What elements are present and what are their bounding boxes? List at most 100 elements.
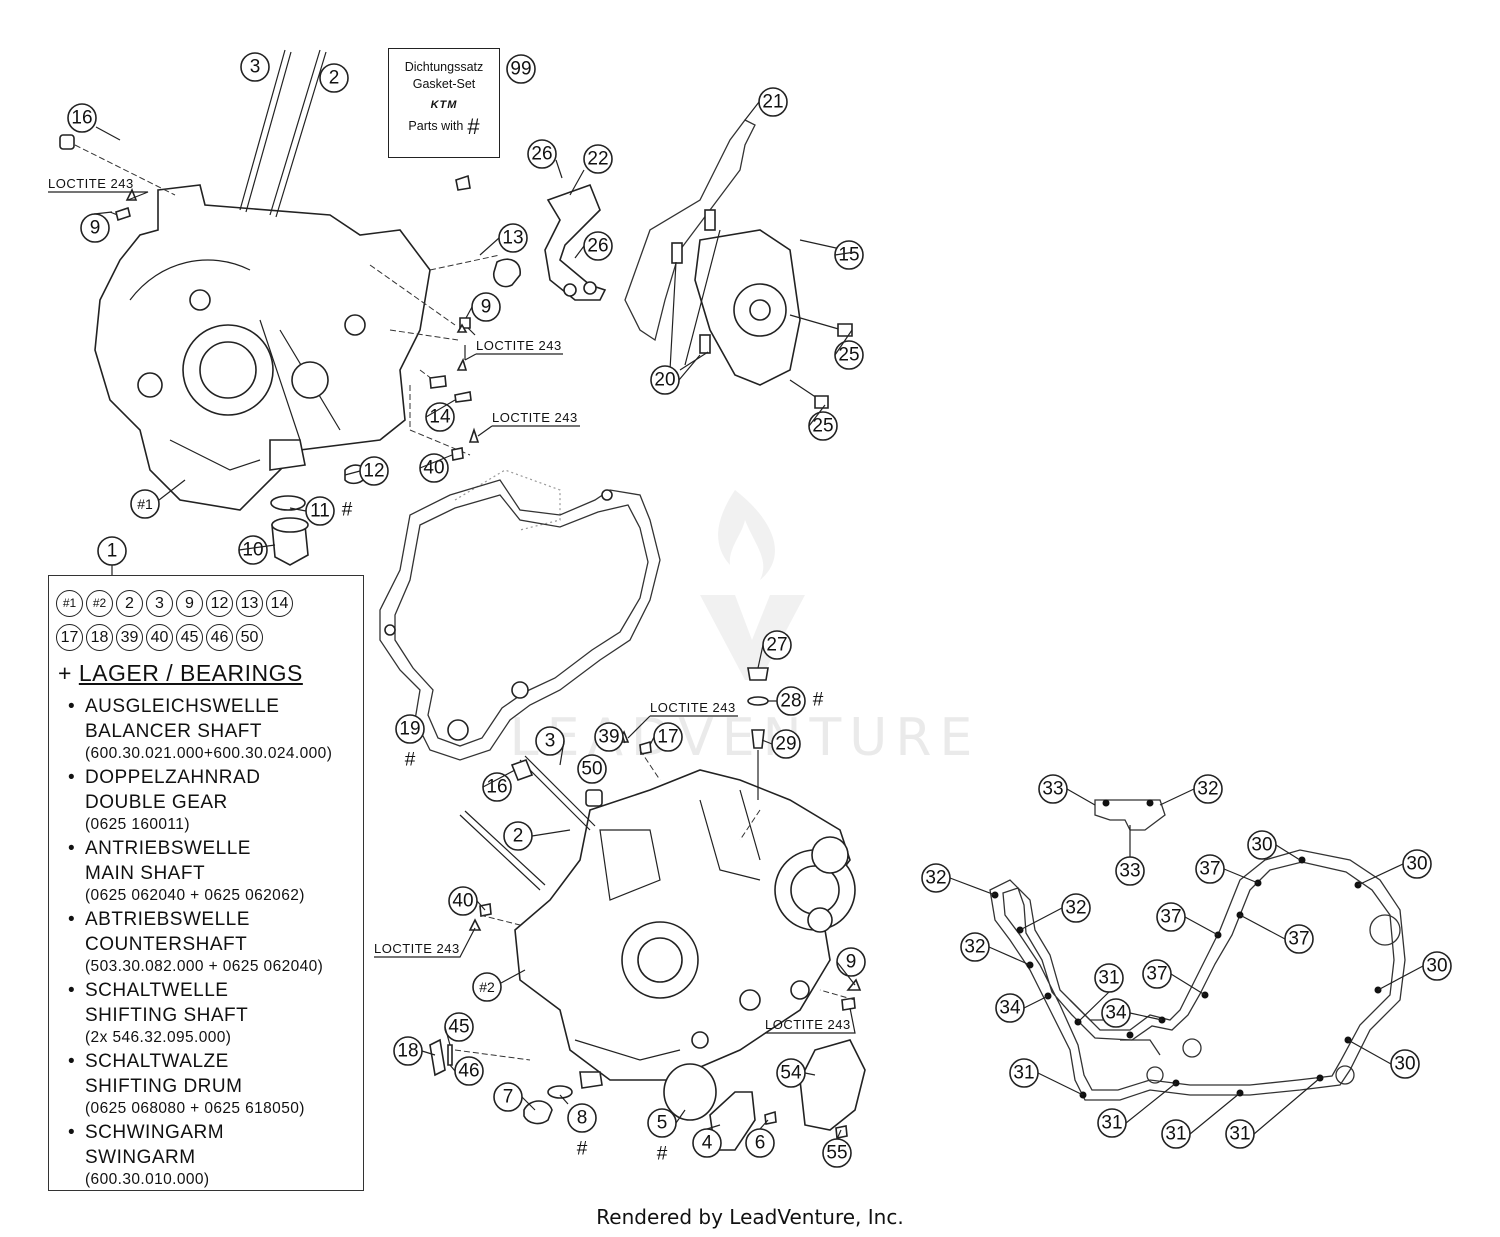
heading-text: LAGER / BEARINGS [78, 660, 303, 686]
svg-text:31: 31 [1098, 968, 1119, 989]
svg-text:55: 55 [826, 1143, 847, 1164]
svg-text:34: 34 [999, 998, 1021, 1019]
hash-mark: # [405, 750, 416, 771]
callout-25: 25 [808, 411, 838, 441]
bearings-list: •AUSGLEICHSWELLE BALANCER SHAFT (600.30.… [68, 694, 358, 1191]
legend-part-number: 3 [146, 590, 173, 617]
bearing-item: •SCHALTWELLE SHIFTING SHAFT (2x 546.32.0… [68, 978, 358, 1048]
svg-text:27: 27 [766, 635, 787, 656]
crankcase-left-half [94, 49, 431, 511]
bearing-item: •SCHWINGARM SWINGARM (600.30.010.000) [68, 1120, 358, 1190]
bearing-part-number: (0625 068080 + 0625 618050) [85, 1100, 305, 1117]
svg-text:33: 33 [1119, 861, 1140, 882]
legend-part-number: 18 [86, 624, 113, 651]
legend-part-number: 46 [206, 624, 233, 651]
svg-text:19: 19 [399, 719, 420, 740]
callout-32: 32 [960, 932, 990, 962]
callout-7: 7 [493, 1082, 523, 1112]
callout-32: 32 [921, 863, 951, 893]
bearing-name-de: DOPPELZAHNRAD [85, 767, 261, 788]
callout-55: 55 [822, 1138, 852, 1168]
bearing-name-de: SCHALTWELLE [85, 980, 229, 1001]
callout-30: 30 [1390, 1049, 1420, 1079]
loctite-labels: LOCTITE 243 LOCTITE 243 LOCTITE 243 LOCT… [48, 176, 856, 1034]
gasket-set-box: Dichtungssatz Gasket-Set KTM Parts with … [388, 48, 500, 158]
hash-mark: # [577, 1139, 588, 1160]
callout-31: 31 [1225, 1119, 1255, 1149]
svg-text:32: 32 [964, 937, 985, 958]
callout-28: 28 [776, 686, 806, 716]
gasket-set-title-en: Gasket-Set [412, 77, 476, 91]
gasket-set-note: Parts with # [389, 116, 499, 138]
callout-40: 40 [448, 886, 478, 916]
callout-9: 9 [836, 947, 866, 977]
svg-text:14: 14 [429, 407, 451, 428]
bearing-name-en: COUNTERSHAFT [85, 934, 248, 955]
bearing-name-de: SCHWINGARM [85, 1122, 225, 1143]
callout-31: 31 [1009, 1058, 1039, 1088]
svg-text:12: 12 [363, 461, 384, 482]
callout-8: 8 [567, 1103, 597, 1133]
bearing-name-de: ABTRIEBSWELLE [85, 909, 250, 930]
svg-text:50: 50 [581, 759, 602, 780]
bearing-part-number: (2x 546.32.095.000) [85, 1029, 232, 1046]
callout-3: 3 [240, 52, 270, 82]
svg-text:3: 3 [250, 57, 261, 78]
callout-1: 1 [97, 536, 127, 566]
legend-part-number: 13 [236, 590, 263, 617]
callout-30: 30 [1422, 951, 1452, 981]
callout-30: 30 [1402, 849, 1432, 879]
small-parts-bottom [429, 667, 866, 1151]
bearing-item: •ANTRIEBSWELLE MAIN SHAFT (0625 062040 +… [68, 836, 358, 906]
svg-text:37: 37 [1146, 964, 1167, 985]
callout-39: 39 [594, 722, 624, 752]
legend-part-number: 45 [176, 624, 203, 651]
bearing-name-de: AUSGLEICHSWELLE [85, 696, 280, 717]
gasket-set-parts-with: Parts with [408, 119, 464, 133]
svg-text:46: 46 [458, 1061, 479, 1082]
watermark-text: LEADVENTURE [510, 708, 981, 768]
loctite-label: LOCTITE 243 [650, 700, 736, 715]
svg-text:3: 3 [545, 731, 556, 752]
callout-34: 34 [995, 993, 1025, 1023]
svg-text:31: 31 [1101, 1113, 1122, 1134]
bearing-part-number: (503.30.082.000 + 0625 062040) [85, 958, 324, 975]
bearing-item: •DOPPELZAHNRAD DOUBLE GEAR (0625 160011) [68, 765, 358, 835]
callout-37: 37 [1195, 854, 1225, 884]
callout-34: 34 [1101, 998, 1131, 1028]
callout-26: 26 [583, 231, 613, 261]
bullet: • [68, 767, 76, 788]
svg-text:34: 34 [1105, 1003, 1127, 1024]
svg-text:2: 2 [513, 826, 524, 847]
crankcase-gasket-19 [379, 469, 661, 761]
callout-26: 26 [527, 139, 557, 169]
hash-mark: # [342, 500, 353, 521]
callout-13: 13 [498, 223, 528, 253]
bearing-name-en: SHIFTING DRUM [85, 1076, 243, 1097]
legend-part-number: 14 [266, 590, 293, 617]
bearing-part-number: (0625 062040 + 0625 062062) [85, 887, 305, 904]
callout-99: 99 [506, 54, 536, 84]
callout-30: 30 [1247, 830, 1277, 860]
bearing-name-en: DOUBLE GEAR [85, 792, 228, 813]
callout-32: 32 [1061, 893, 1091, 923]
loctite-label: LOCTITE 243 [492, 410, 578, 425]
loctite-label: LOCTITE 243 [765, 1017, 851, 1032]
callout-15: 15 [834, 240, 864, 270]
callout-21: 21 [758, 87, 788, 117]
watermark-logo: LEADVENTURE [510, 490, 981, 768]
callout-31: 31 [1161, 1119, 1191, 1149]
callout-2: 2 [319, 63, 349, 93]
hash-mark: # [813, 690, 824, 711]
bullet: • [68, 1051, 76, 1072]
svg-text:9: 9 [481, 297, 492, 318]
svg-text:29: 29 [775, 734, 796, 755]
callout-50: 50 [577, 754, 607, 784]
bearing-part-number: (600.30.010.000) [85, 1171, 210, 1188]
legend-part-number: 12 [206, 590, 233, 617]
legend-part-number: 50 [236, 624, 263, 651]
svg-text:45: 45 [448, 1017, 469, 1038]
legend-top-border [48, 575, 364, 576]
svg-text:5: 5 [657, 1113, 668, 1134]
svg-text:17: 17 [657, 727, 678, 748]
